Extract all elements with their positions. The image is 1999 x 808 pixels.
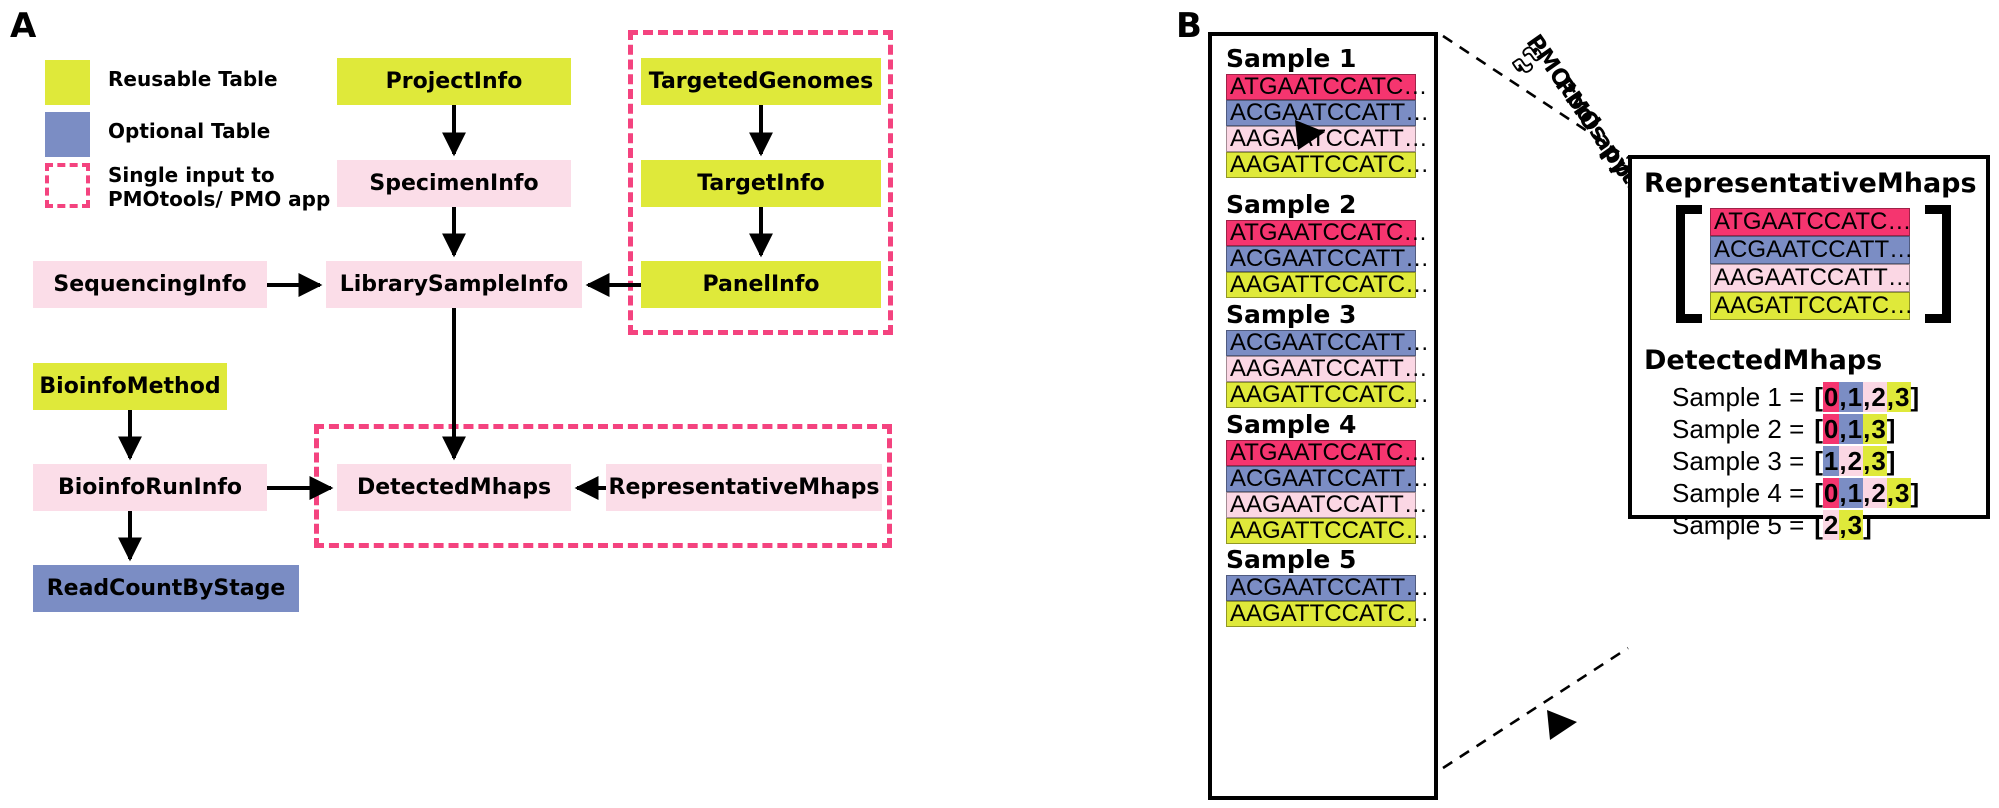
legend-label-reusable: Reusable Table — [108, 67, 278, 91]
representative-sequence-row: ACGAATCCATT… — [1710, 236, 1913, 264]
detected-row-indices: [1,2,3] — [1814, 446, 1896, 476]
sample-title: Sample 4 — [1226, 410, 1357, 439]
node-bioinfo-method[interactable]: BioinfoMethod — [33, 363, 227, 410]
sequence-row: ACGAATCCATT… — [1226, 246, 1429, 272]
sequence-row: ATGAATCCATC… — [1226, 220, 1427, 246]
sequence-row: AAGATTCCATC… — [1226, 518, 1429, 544]
sequence-row: AAGATTCCATC… — [1226, 601, 1429, 627]
sequence-row: AAGATTCCATC… — [1226, 152, 1429, 178]
legend-label-optional: Optional Table — [108, 119, 271, 143]
node-project-info[interactable]: ProjectInfo — [337, 58, 571, 105]
legend-label-single-input: Single input to PMOtools/ PMO app — [108, 163, 331, 211]
pmo-app-label: PMO app — [1549, 73, 1638, 183]
node-representative-mhaps[interactable]: RepresentativeMhaps — [606, 464, 882, 511]
detected-row: Sample 3 = [1,2,3] — [1672, 446, 1895, 477]
node-target-info[interactable]: TargetInfo — [641, 160, 881, 207]
panel-letter-a: A — [10, 6, 37, 46]
sequence-row: AAGAATCCATT… — [1226, 492, 1428, 518]
detected-row-label: Sample 4 = — [1672, 478, 1805, 508]
optional-table-swatch — [45, 112, 90, 157]
detected-row-label: Sample 1 = — [1672, 382, 1805, 412]
sequence-row: ATGAATCCATC… — [1226, 74, 1427, 100]
sequence-row: ACGAATCCATT… — [1226, 575, 1429, 601]
panel-letter-b: B — [1176, 6, 1202, 46]
python-logo-icon — [1500, 40, 1546, 90]
detected-row-label: Sample 2 = — [1672, 414, 1805, 444]
bracket-left-icon — [1676, 205, 1702, 323]
detected-row: Sample 2 = [0,1,3] — [1672, 414, 1895, 445]
detected-row: Sample 4 = [0,1,2,3] — [1672, 478, 1919, 509]
detected-row-label: Sample 5 = — [1672, 510, 1805, 540]
detected-mhaps-title: DetectedMhaps — [1644, 345, 1883, 376]
sequence-row: AAGATTCCATC… — [1226, 272, 1429, 298]
node-read-count-by-stage[interactable]: ReadCountByStage — [33, 565, 299, 612]
sequence-row: ACGAATCCATT… — [1226, 466, 1429, 492]
sequence-row: ACGAATCCATT… — [1226, 330, 1429, 356]
node-targeted-genomes[interactable]: TargetedGenomes — [641, 58, 881, 105]
node-detected-mhaps[interactable]: DetectedMhaps — [337, 464, 571, 511]
detected-row: Sample 5 = [2,3] — [1672, 510, 1872, 541]
detected-row-label: Sample 3 = — [1672, 446, 1805, 476]
sequence-row: ACGAATCCATT… — [1226, 100, 1429, 126]
reusable-table-swatch — [45, 60, 90, 105]
node-library-sample-info[interactable]: LibrarySampleInfo — [326, 261, 582, 308]
bracket-right-icon — [1925, 205, 1951, 323]
sample-title: Sample 1 — [1226, 44, 1357, 73]
detected-row-indices: [2,3] — [1814, 510, 1872, 540]
sample-title: Sample 2 — [1226, 190, 1357, 219]
node-specimen-info[interactable]: SpecimenInfo — [337, 160, 571, 207]
sequence-row: ATGAATCCATC… — [1226, 440, 1427, 466]
node-sequencing-info[interactable]: SequencingInfo — [33, 261, 267, 308]
representative-sequence-row: AAGAATCCATT… — [1710, 264, 1912, 292]
representative-mhaps-title: RepresentativeMhaps — [1644, 168, 1977, 199]
dashed-group-panel-input — [628, 30, 893, 335]
detected-row-indices: [0,1,2,3] — [1814, 478, 1920, 508]
sequence-row: AAGAATCCATT… — [1226, 356, 1428, 382]
node-panel-info[interactable]: PanelInfo — [641, 261, 881, 308]
sample-title: Sample 5 — [1226, 545, 1357, 574]
sequence-row: AAGAATCCATT… — [1226, 126, 1428, 152]
detected-row-indices: [0,1,2,3] — [1814, 382, 1920, 412]
detected-row: Sample 1 = [0,1,2,3] — [1672, 382, 1919, 413]
detected-row-indices: [0,1,3] — [1814, 414, 1896, 444]
sequence-row: AAGATTCCATC… — [1226, 382, 1429, 408]
representative-sequence-row: ATGAATCCATC… — [1710, 208, 1911, 236]
single-input-swatch — [45, 163, 90, 208]
sample-title: Sample 3 — [1226, 300, 1357, 329]
representative-sequence-row: AAGATTCCATC… — [1710, 292, 1913, 320]
node-bioinfo-run-info[interactable]: BioinfoRunInfo — [33, 464, 267, 511]
